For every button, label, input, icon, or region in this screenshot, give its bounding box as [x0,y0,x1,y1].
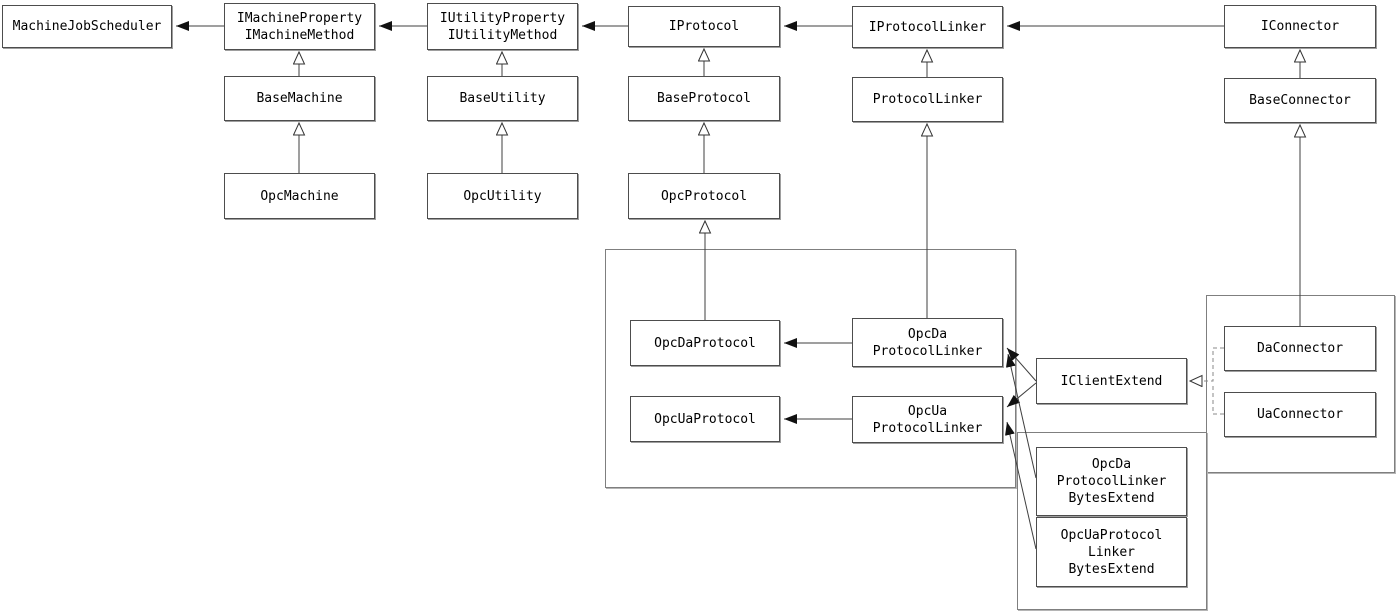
class-label-daconnector: DaConnector [1256,341,1344,356]
class-box-opcuaprotocollinker[interactable]: OpcUa ProtocolLinker [852,396,1003,443]
class-label-protocollinker: ProtocolLinker [872,92,983,107]
class-box-baseutility[interactable]: BaseUtility [427,76,578,121]
class-box-opcutility[interactable]: OpcUtility [427,173,578,219]
class-box-opcdaprotocollinker[interactable]: OpcDa ProtocolLinker [852,318,1003,367]
class-box-opcprotocol[interactable]: OpcProtocol [628,173,780,219]
group-frame-bytes-extend[interactable] [1017,432,1207,610]
class-box-daconnector[interactable]: DaConnector [1224,326,1376,371]
class-box-opcuaprotocol[interactable]: OpcUaProtocol [630,396,780,442]
class-label-iprotocollinker: IProtocolLinker [868,19,987,35]
class-label-basemachine: BaseMachine [256,91,343,106]
class-label-opcdaprotocollinker: OpcDa ProtocolLinker [872,326,983,359]
edge-uaconnector-realizes-iclientextend [1212,384,1224,415]
class-label-opcuaprotocollinker: OpcUa ProtocolLinker [872,403,983,436]
edges-group [176,21,1300,550]
class-box-baseprotocol[interactable]: BaseProtocol [628,76,780,121]
edge-iclientextend-to-opcdaprotocollinker [1006,347,1037,382]
edge-iclientextend-to-opcuaprotocollinker [1006,382,1037,408]
class-box-iprotocollinker[interactable]: IProtocolLinker [852,6,1003,48]
class-label-imachineproperty: IMachineProperty IMachineMethod [236,10,363,43]
class-box-imachineproperty[interactable]: IMachineProperty IMachineMethod [224,3,375,50]
class-box-iclientextend[interactable]: IClientExtend [1036,358,1187,404]
edge-opcdabytesextend-to-opcdaprotocollinker [1005,353,1037,479]
class-label-opcuaprotocol: OpcUaProtocol [654,411,756,427]
class-label-opcdalinkerbytes: OpcDa ProtocolLinker BytesExtend [1056,457,1167,506]
class-label-opcdaprotocol: OpcDaProtocol [654,335,756,351]
class-box-baseconnector[interactable]: BaseConnector [1224,78,1376,123]
class-label-baseutility: BaseUtility [459,91,546,106]
class-box-opcmachine[interactable]: OpcMachine [224,173,375,219]
class-box-uaconnector[interactable]: UaConnector [1224,392,1376,437]
class-box-opcdalinkerbytes[interactable]: OpcDa ProtocolLinker BytesExtend [1036,447,1187,516]
class-box-machinejobscheduler[interactable]: MachineJobScheduler [2,5,172,48]
class-box-iconnector[interactable]: IConnector [1224,5,1376,48]
class-label-baseprotocol: BaseProtocol [657,91,751,106]
group-frame-opc-protocol[interactable] [605,249,1016,488]
class-label-uaconnector: UaConnector [1256,407,1344,422]
class-label-opcualinkerbytes: OpcUaProtocol Linker BytesExtend [1060,527,1163,577]
class-label-baseconnector: BaseConnector [1249,93,1351,108]
class-label-machinejobscheduler: MachineJobScheduler [12,19,162,34]
class-label-iutilityproperty: IUtilityProperty IUtilityMethod [439,10,566,43]
class-label-opcutility: OpcUtility [463,188,542,204]
edge-daconnector-realizes-iclientextend [1190,347,1224,381]
edge-opcuabytesextend-to-opcuaprotocollinker [1005,421,1037,550]
class-label-iprotocol: IProtocol [668,19,740,34]
class-label-opcmachine: OpcMachine [260,188,339,204]
class-label-iclientextend: IClientExtend [1060,373,1163,389]
class-label-iconnector: IConnector [1260,19,1340,34]
class-box-opcdaprotocol[interactable]: OpcDaProtocol [630,320,780,366]
class-label-opcprotocol: OpcProtocol [660,188,748,204]
class-box-protocollinker[interactable]: ProtocolLinker [852,77,1003,122]
class-box-opcualinkerbytes[interactable]: OpcUaProtocol Linker BytesExtend [1036,517,1187,587]
class-box-basemachine[interactable]: BaseMachine [224,76,375,121]
class-box-iprotocol[interactable]: IProtocol [628,6,780,47]
class-box-iutilityproperty[interactable]: IUtilityProperty IUtilityMethod [427,3,578,50]
